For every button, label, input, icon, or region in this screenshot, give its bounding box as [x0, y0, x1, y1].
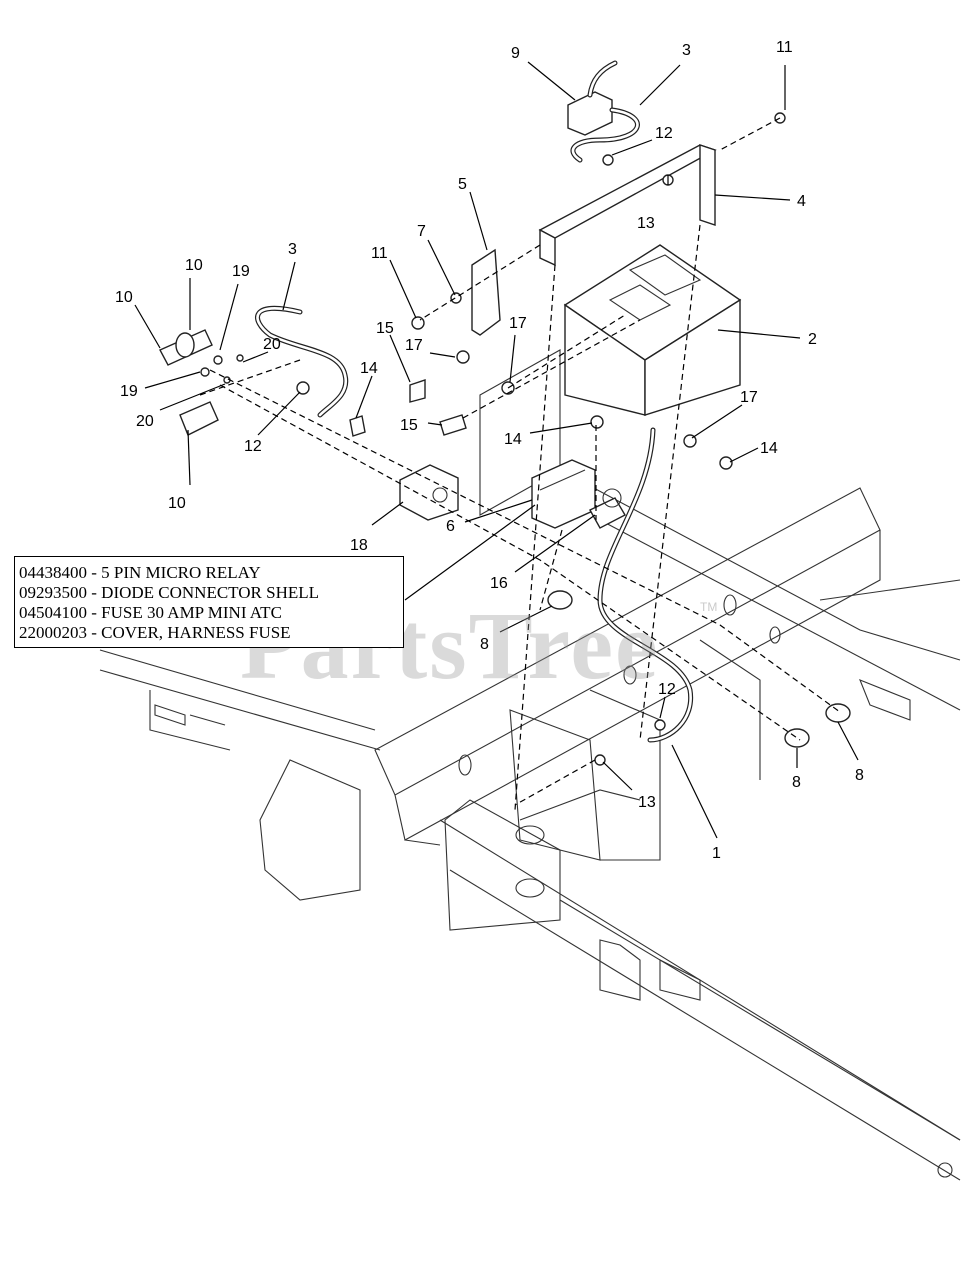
callout-17: 17: [740, 389, 758, 406]
legend-line: 04504100 - FUSE 30 AMP MINI ATC: [19, 603, 282, 622]
callout-8: 8: [792, 774, 801, 791]
callout-17: 17: [405, 337, 423, 354]
grommets: [547, 590, 851, 748]
callout-11: 11: [776, 39, 793, 56]
battery-cable: [597, 427, 694, 743]
callout-15: 15: [400, 417, 418, 434]
callout-4: 4: [797, 193, 806, 210]
side-bracket: [471, 248, 501, 336]
callout-17: 17: [509, 315, 527, 332]
fuse-holder: [531, 459, 596, 529]
callout-3: 3: [288, 241, 297, 258]
callout-5: 5: [458, 176, 467, 193]
hold-down-bracket: [538, 144, 717, 267]
callout-6: 6: [446, 518, 455, 535]
callout-14: 14: [760, 440, 778, 457]
battery: [563, 244, 742, 416]
watermark-trademark: TM: [700, 600, 718, 614]
callout-12: 12: [244, 438, 262, 455]
callout-10: 10: [168, 495, 186, 512]
callout-8: 8: [480, 636, 489, 653]
callout-12: 12: [658, 681, 676, 698]
callout-14: 14: [360, 360, 378, 377]
connector-fittings: [159, 329, 244, 436]
callout-labels: 9 3 11 12 4 13 5 7 11 3 10 10 19 20 19 2…: [115, 39, 864, 862]
callout-19: 19: [120, 383, 138, 400]
left-cable: [255, 305, 349, 418]
callout-13: 13: [637, 215, 655, 232]
callout-20: 20: [263, 336, 281, 353]
callout-10: 10: [115, 289, 133, 306]
callout-3: 3: [682, 42, 691, 59]
part-numbers-legend: 04438400 - 5 PIN MICRO RELAY 09293500 - …: [14, 556, 404, 648]
callout-12: 12: [655, 125, 673, 142]
callout-11: 11: [371, 245, 388, 262]
legend-line: 22000203 - COVER, HARNESS FUSE: [19, 623, 291, 642]
assembly-lines: [199, 117, 841, 811]
callout-15: 15: [376, 320, 394, 337]
callout-19: 19: [232, 263, 250, 280]
legend-line: 09293500 - DIODE CONNECTOR SHELL: [19, 583, 320, 602]
callout-8: 8: [855, 767, 864, 784]
callout-9: 9: [511, 45, 520, 62]
callout-18: 18: [350, 537, 368, 554]
callout-20: 20: [136, 413, 154, 430]
chassis-frame: [99, 349, 961, 1181]
solenoid-boot: [567, 60, 640, 163]
legend-line: 04438400 - 5 PIN MICRO RELAY: [19, 563, 261, 582]
starter-relay: [399, 464, 459, 521]
callout-7: 7: [417, 223, 426, 240]
leader-lines: [134, 61, 859, 839]
cable-clamp: [589, 488, 626, 529]
callout-10: 10: [185, 257, 203, 274]
callout-14: 14: [504, 431, 522, 448]
callout-2: 2: [808, 331, 817, 348]
callout-16: 16: [490, 575, 508, 592]
callout-1: 1: [712, 845, 721, 862]
callout-13: 13: [638, 794, 656, 811]
